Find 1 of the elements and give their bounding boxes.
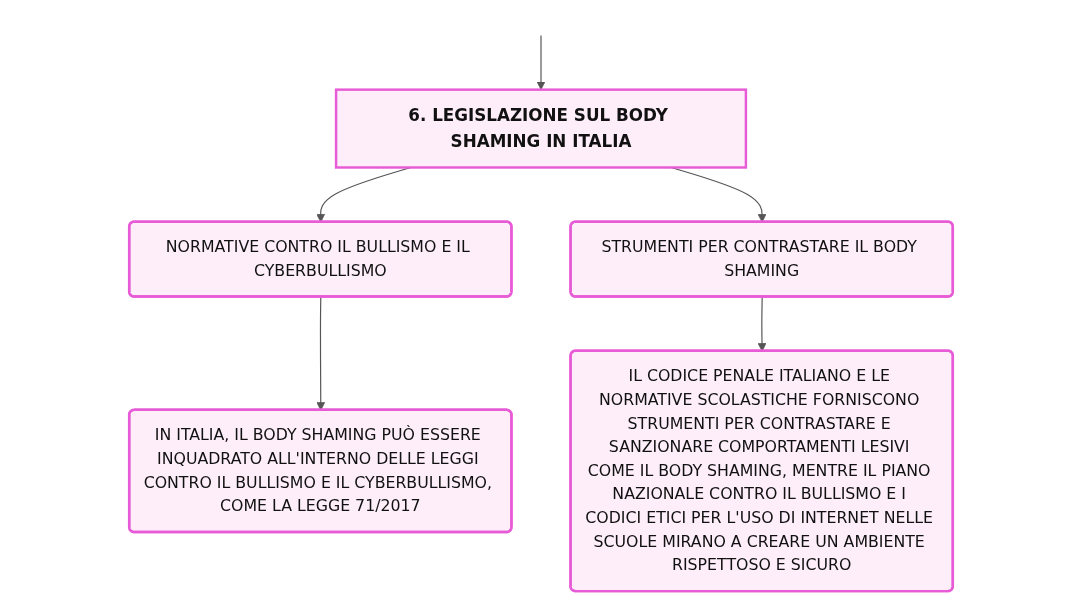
node-box: 6. LEGISLAZIONE SUL BODY SHAMING IN ITALIA bbox=[334, 88, 747, 169]
